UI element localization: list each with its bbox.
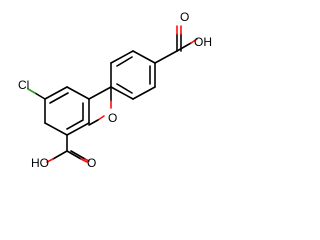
bond bbox=[132, 86, 156, 100]
acid-bond bbox=[176, 42, 192, 52]
biaryl-bond bbox=[88, 86, 112, 100]
double-bond bbox=[116, 83, 133, 94]
bond bbox=[110, 86, 134, 100]
methoxy-oxygen-label: O bbox=[108, 111, 117, 125]
chloro-bond bbox=[27, 88, 36, 94]
bond bbox=[44, 86, 68, 100]
bond bbox=[66, 122, 90, 136]
acid-bond bbox=[52, 150, 68, 160]
acid-top-oxygen-label: O bbox=[180, 10, 189, 24]
chlorine-label: Cl bbox=[18, 78, 29, 92]
acid-bottom-ho-label: HO bbox=[31, 156, 49, 170]
acid-bond bbox=[154, 50, 178, 64]
acid-bottom-oxygen-label: O bbox=[87, 156, 96, 170]
acid-bond bbox=[190, 38, 198, 44]
acid-double-bond bbox=[70, 150, 86, 160]
double-bond bbox=[116, 56, 133, 67]
bond bbox=[132, 50, 156, 64]
bond bbox=[44, 122, 68, 136]
methoxy-bond bbox=[97, 115, 105, 121]
acid-top-oh-label: OH bbox=[194, 35, 212, 49]
acid-bond bbox=[46, 158, 54, 163]
methoxy-bond bbox=[88, 119, 99, 126]
acid-bond bbox=[66, 150, 82, 160]
double-bond bbox=[49, 92, 69, 104]
bond bbox=[66, 86, 90, 100]
acid-double-bond bbox=[84, 158, 90, 162]
molecule-diagram: O OH O Cl HO O bbox=[18, 10, 212, 170]
bond bbox=[110, 50, 134, 64]
molecule-canvas: O OH O Cl HO O bbox=[18, 10, 212, 170]
acid-bond bbox=[80, 158, 88, 163]
chloro-bond bbox=[34, 92, 46, 100]
double-bond bbox=[66, 119, 84, 130]
